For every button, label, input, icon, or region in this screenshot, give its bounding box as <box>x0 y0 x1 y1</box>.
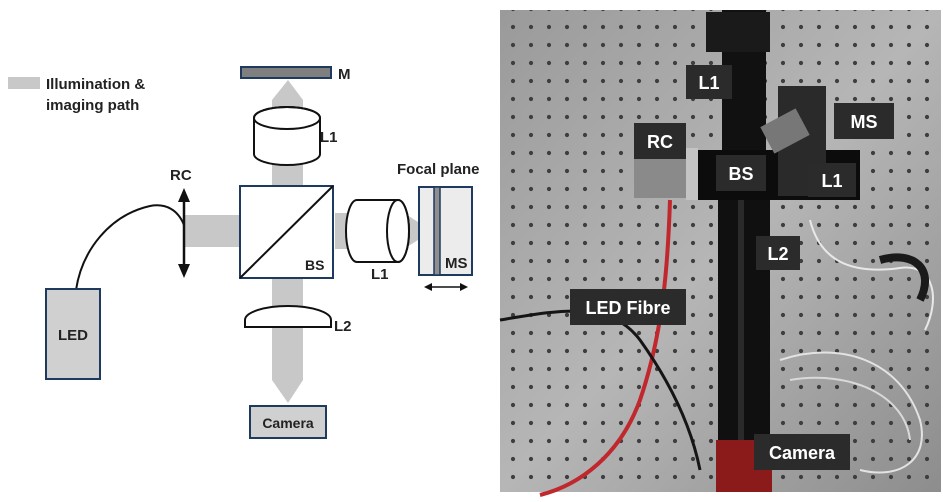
lens-l1-top <box>253 106 321 166</box>
black-cable <box>499 309 702 471</box>
beam-splitter-label: BS <box>305 257 324 273</box>
legend-swatch <box>8 77 40 89</box>
led-fibre-cable <box>539 199 672 497</box>
svg-text:BS: BS <box>728 164 753 184</box>
led-box <box>45 288 101 380</box>
svg-text:MS: MS <box>851 112 878 132</box>
photo-label-camera: Camera <box>754 434 850 470</box>
led-label: LED <box>58 327 88 344</box>
ms-arrow-left <box>424 283 432 291</box>
white-cable-1 <box>809 219 934 331</box>
led-fibre-line <box>75 204 185 291</box>
rc-arrow-head-bottom <box>178 264 190 278</box>
camera-box <box>249 405 327 439</box>
lens-l2 <box>244 305 332 328</box>
legend-line-2: imaging path <box>46 97 139 114</box>
white-cable-3 <box>789 376 911 441</box>
beam-left <box>184 215 240 247</box>
photo-label-bs: BS <box>716 155 766 191</box>
svg-text:L1: L1 <box>821 171 842 191</box>
beam-splitter-diagonal <box>239 185 334 279</box>
focal-plane-label: Focal plane <box>397 161 480 178</box>
photo-label-l2: L2 <box>756 236 800 270</box>
optical-schematic: Illumination & imaging path M L1 BS RC L… <box>8 66 480 439</box>
ms-arrow-right <box>460 283 468 291</box>
top-mount <box>706 12 770 52</box>
white-cable-2 <box>779 351 923 474</box>
photo-label-rc: RC <box>634 123 686 159</box>
black-cable-2 <box>878 253 929 302</box>
ms-box <box>418 186 473 276</box>
svg-text:L2: L2 <box>767 244 788 264</box>
ms-label: MS <box>445 255 468 272</box>
lens-l1-right-label: L1 <box>371 266 389 283</box>
mirror-label: M <box>338 66 351 83</box>
photo-label-l1-right: L1 <box>808 163 856 197</box>
photo-label-l1-top: L1 <box>686 65 732 99</box>
lens-l2-label: L2 <box>334 318 352 335</box>
camera-label: Camera <box>262 415 314 431</box>
tube-highlight <box>738 200 744 492</box>
rc-label: RC <box>170 167 192 184</box>
mirror <box>240 66 332 79</box>
svg-text:L1: L1 <box>698 73 719 93</box>
lens-l1-right <box>345 199 410 263</box>
rc-arrow-head-top <box>178 188 190 202</box>
lens-l1-top-label: L1 <box>320 129 338 146</box>
ms-plate <box>760 108 810 154</box>
svg-text:RC: RC <box>647 132 673 152</box>
svg-text:LED Fibre: LED Fibre <box>585 298 670 318</box>
focal-plane-slide <box>433 186 441 276</box>
photo-label-led-fibre: LED Fibre <box>570 289 686 325</box>
legend-line-1: Illumination & <box>46 76 145 93</box>
rc-ring <box>686 148 698 200</box>
svg-text:Camera: Camera <box>769 443 836 463</box>
photo-label-ms: MS <box>834 103 894 139</box>
